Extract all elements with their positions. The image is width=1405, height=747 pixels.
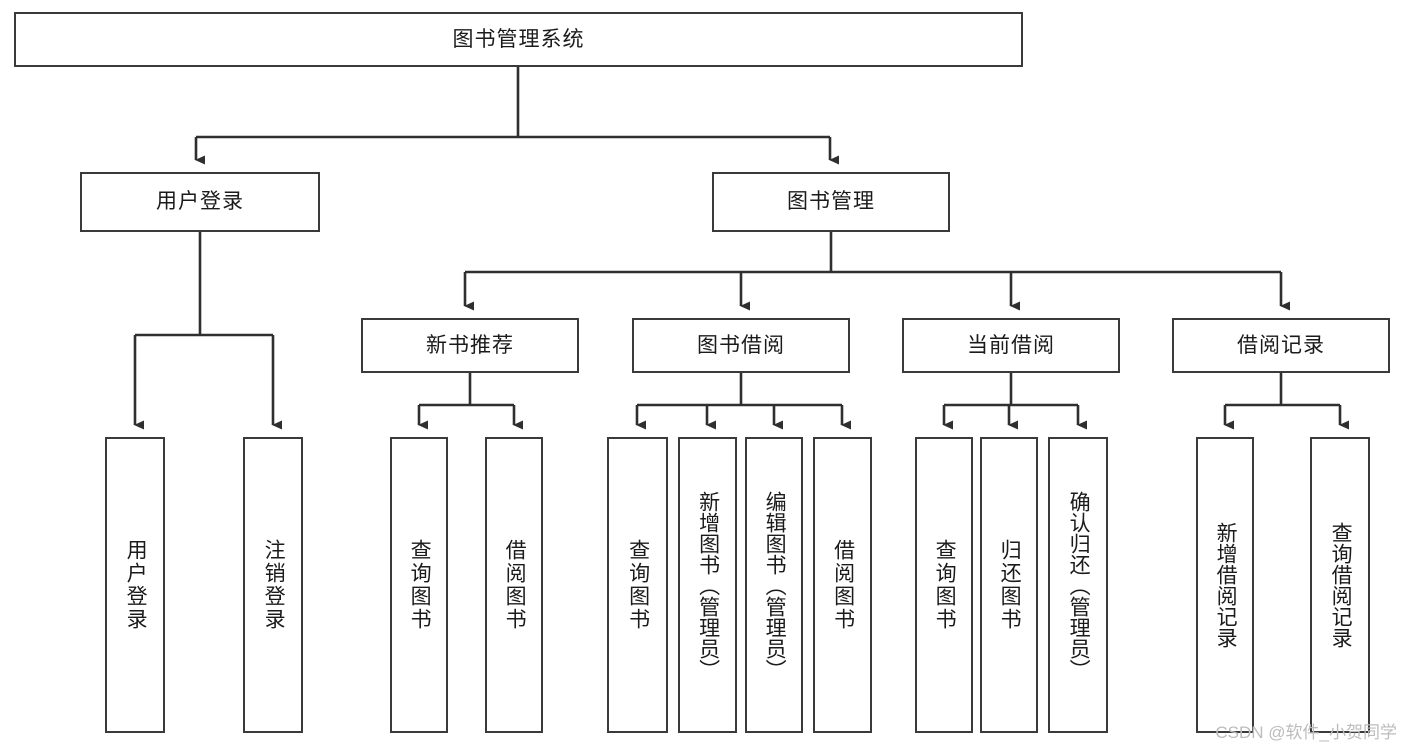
node-label: 图书管理 — [787, 190, 875, 214]
node-user-login[interactable]: 用户登录 — [80, 172, 320, 232]
node-current-borrow[interactable]: 当前借阅 — [902, 318, 1120, 373]
leaf-query-book-recommend[interactable]: 查询图书 — [390, 437, 448, 733]
node-label: 新增借阅记录 — [1214, 522, 1238, 648]
leaf-borrow-book[interactable]: 借阅图书 — [813, 437, 872, 733]
node-label: 查询图书 — [626, 539, 650, 631]
leaf-user-login[interactable]: 用户登录 — [105, 437, 165, 733]
node-label: 新增图书（管理员） — [696, 490, 720, 680]
node-label: 当前借阅 — [967, 333, 1055, 357]
node-label: 归还图书 — [998, 539, 1022, 631]
node-label: 图书管理系统 — [452, 27, 585, 51]
node-label: 查询图书 — [408, 539, 432, 631]
leaf-borrow-book-recommend[interactable]: 借阅图书 — [485, 437, 543, 733]
node-root-图书管理系统[interactable]: 图书管理系统 — [14, 12, 1023, 67]
leaf-query-book-borrow[interactable]: 查询图书 — [607, 437, 668, 733]
leaf-logout[interactable]: 注销登录 — [243, 437, 303, 733]
node-label: 借阅记录 — [1237, 333, 1325, 357]
node-label: 借阅图书 — [831, 539, 855, 631]
leaf-edit-book-admin[interactable]: 编辑图书（管理员） — [745, 437, 803, 733]
leaf-query-borrow-record[interactable]: 查询借阅记录 — [1310, 437, 1370, 733]
node-label: 新书推荐 — [426, 333, 514, 357]
node-label: 用户登录 — [156, 190, 244, 214]
node-borrow-record[interactable]: 借阅记录 — [1172, 318, 1390, 373]
node-new-book-recommend[interactable]: 新书推荐 — [361, 318, 579, 373]
leaf-query-book-current[interactable]: 查询图书 — [915, 437, 973, 733]
leaf-return-book[interactable]: 归还图书 — [980, 437, 1038, 733]
node-book-management[interactable]: 图书管理 — [712, 172, 950, 232]
node-label: 注销登录 — [262, 539, 286, 631]
node-label: 编辑图书（管理员） — [763, 490, 787, 680]
leaf-add-borrow-record[interactable]: 新增借阅记录 — [1196, 437, 1254, 733]
leaf-confirm-return-admin[interactable]: 确认归还（管理员） — [1048, 437, 1108, 733]
node-label: 查询图书 — [933, 539, 957, 631]
leaf-add-book-admin[interactable]: 新增图书（管理员） — [678, 437, 737, 733]
node-label: 用户登录 — [124, 539, 148, 631]
node-label: 查询借阅记录 — [1329, 522, 1353, 648]
node-label: 图书借阅 — [697, 333, 785, 357]
node-label: 借阅图书 — [503, 539, 527, 631]
node-label: 确认归还（管理员） — [1067, 490, 1091, 680]
node-book-borrow[interactable]: 图书借阅 — [632, 318, 850, 373]
